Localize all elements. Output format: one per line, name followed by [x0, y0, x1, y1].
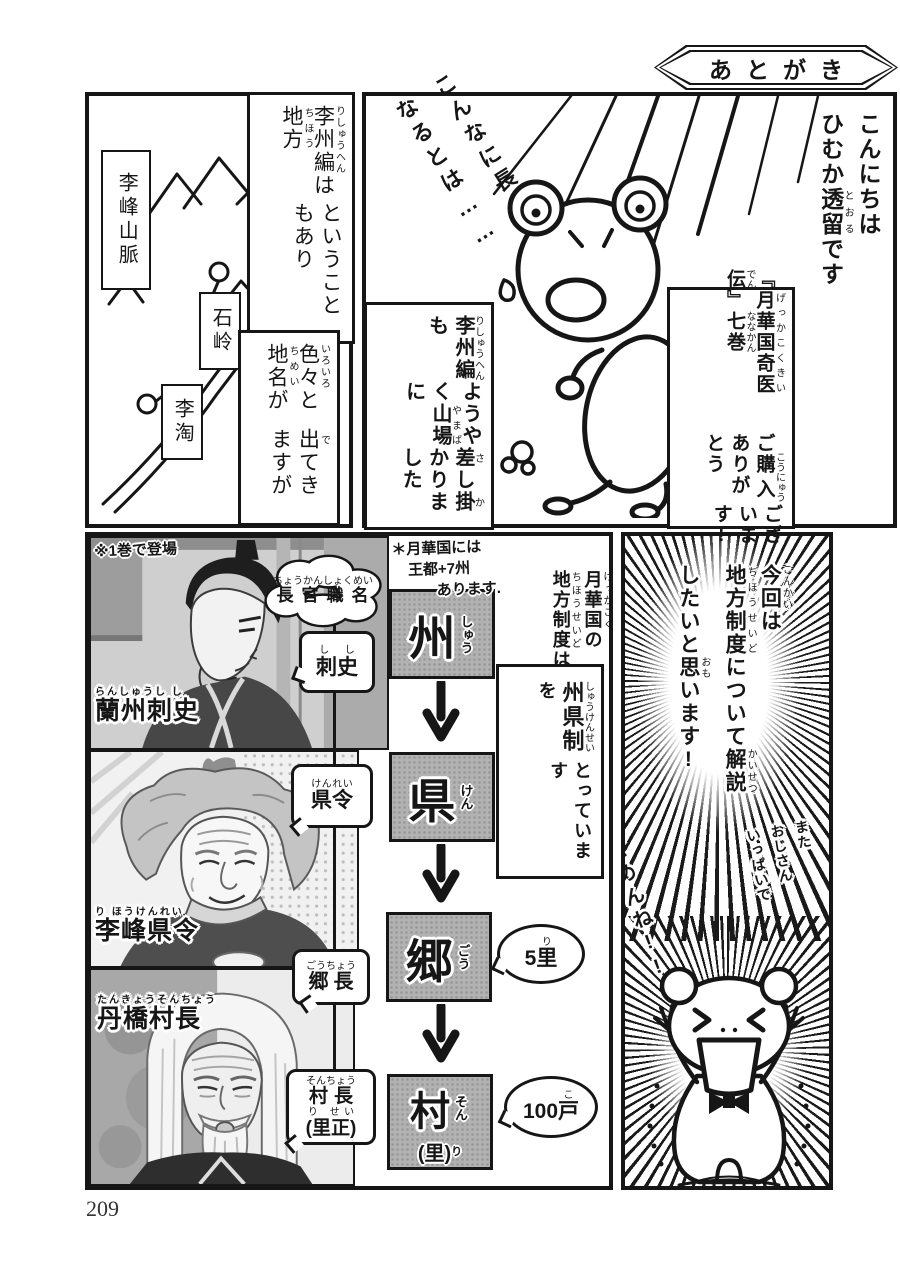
debut-note: ※1巻で登場 — [93, 540, 178, 561]
page-number: 209 — [86, 1196, 119, 1221]
official-bubble-kenrei: 県令けんれい — [289, 764, 373, 837]
chief-title-bubble: 長官職名ちょうかんしょくめい — [259, 550, 387, 632]
running-frog-illustration — [498, 175, 702, 518]
flow-arrow-1 — [422, 681, 460, 742]
official-bubble-sonchou: 村長そんちょう(里正)り せい — [284, 1069, 376, 1154]
name-label-lifeng: り ほうけんれい 李峰県令 — [95, 907, 200, 945]
progress-note-box: 李州編りしゅうへんもようやく山場やまばに差さし掛かかりました — [364, 302, 494, 530]
hierarchy-box-gou: 郷 ごう — [386, 912, 492, 1002]
announcement-panel: 今回こんかいは地方制度ちほうせいどについて解説かいせつしたいと思おもいます! ご… — [621, 532, 833, 1190]
hierarchy-chart-panel: ※1巻で登場 らんしゅうし し 蘭州刺史 り ほうけんれい 李峰県令 たんきょう… — [85, 532, 613, 1190]
thanks-note-box: 『月華国奇医伝げっかこくきいでん』七巻ななかんご購入こうにゅうありがとうございま… — [667, 269, 795, 548]
flow-arrow-2 — [422, 844, 460, 903]
cheering-frog-illustration — [647, 966, 811, 1186]
portrait-lifeng-magistrate — [89, 750, 359, 968]
count-bubble-100ko: 100戸こ — [497, 1076, 598, 1138]
sorry-note-handwriting: またおじさんいっぱいで — [744, 818, 814, 904]
system-box: 州県制しゅうけんせいをとっています — [496, 664, 604, 879]
hierarchy-box-ken: 県 けん — [389, 752, 495, 842]
afterword-title: あとがき — [709, 56, 857, 83]
map-label-litao: 李淘 — [161, 384, 203, 460]
hierarchy-box-son: 村 そん (里) り — [387, 1074, 493, 1170]
name-label-tankyou: たんきょうそんちょう 丹橋村長 — [97, 995, 217, 1033]
official-bubble-gouchou: 郷長ごうちょう — [292, 949, 370, 1014]
map-label-shiling: 石岭 — [199, 292, 241, 370]
count-bubble-5ri: 5里り — [490, 924, 585, 984]
greeting-text: こんにちはひむか透留とおるです — [817, 112, 881, 287]
afterword-title-ribbon: あとがき — [654, 45, 898, 90]
bubble-connector-line — [333, 624, 336, 1096]
name-label-lanzhou: らんしゅうし し 蘭州刺史 — [95, 687, 200, 725]
official-bubble-cishi: 刺史し し — [291, 631, 375, 693]
map-label-mountain-range: 李峰山脈 — [101, 150, 151, 290]
announcement-text: 今回こんかいは地方制度ちほうせいどについて解説かいせつしたいと思おもいます! — [676, 564, 792, 794]
flow-arrow-3 — [422, 1004, 460, 1063]
kingdom-note: ＊月華国には王都+7州あります. — [391, 538, 502, 600]
placenames-note-box: 色々いろいろと地名ちめいが出でてきますが — [238, 330, 340, 526]
region-note-box: 李州編りしゅうへんは地方ちほうということもあり — [247, 92, 355, 344]
hierarchy-box-shuu: 州 しゅう — [389, 589, 495, 679]
intro-frog-panel: こんにちはひむか透留とおるです こんなに長くなるとは…… — [362, 69, 897, 548]
